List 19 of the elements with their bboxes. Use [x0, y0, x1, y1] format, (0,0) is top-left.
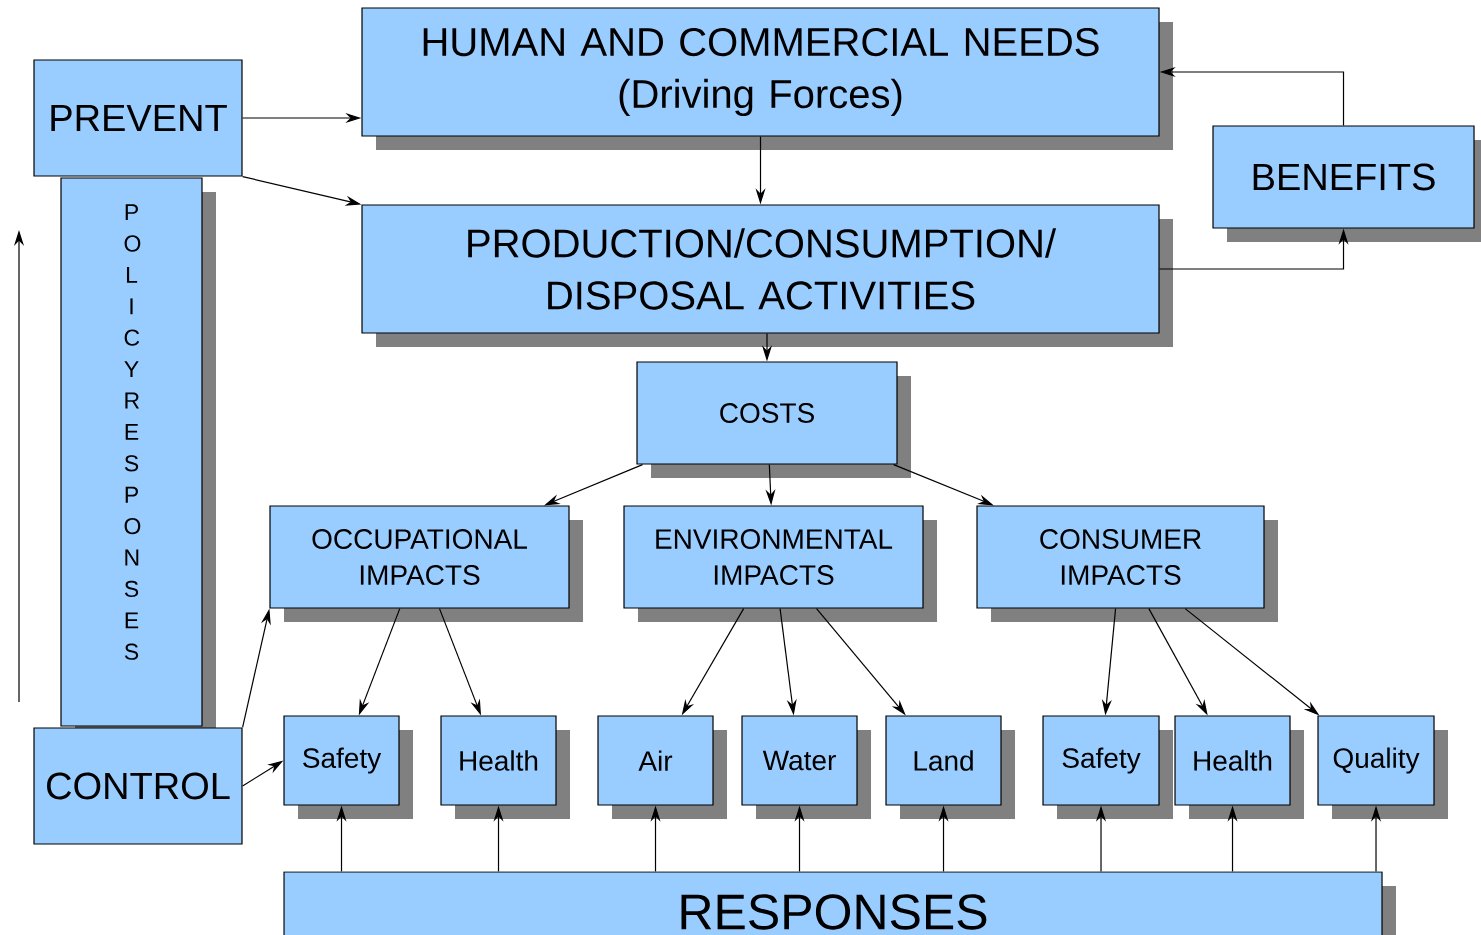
process-box: Safety	[1042, 715, 1173, 819]
process-box: CONSUMER IMPACTS	[976, 505, 1278, 622]
process-box: Land	[885, 715, 1015, 819]
process-box: Health	[1174, 715, 1304, 819]
process-box: RESPONSES	[283, 871, 1396, 935]
process-box: BENEFITS	[1212, 125, 1481, 242]
process-box: HUMAN AND COMMERCIAL NEEDS (Driving Forces)	[361, 7, 1173, 150]
process-box: Water	[741, 715, 871, 819]
process-box: CONTROL	[33, 727, 243, 845]
process-box: Quality	[1317, 715, 1448, 819]
process-box: COSTS	[636, 361, 911, 478]
process-box: Health	[440, 715, 570, 819]
process-box: ENVIRONMENTAL IMPACTS	[623, 505, 937, 622]
process-box: PREVENT	[33, 59, 243, 177]
process-box: Safety	[283, 715, 413, 819]
process-box: Air	[597, 715, 727, 819]
process-box: OCCUPATIONAL IMPACTS	[269, 505, 583, 622]
vertical-band: POLICY RESPONSES	[60, 177, 216, 740]
process-box: PRODUCTION/CONSUMPTION/ DISPOSAL ACTIVITIES	[361, 204, 1173, 347]
